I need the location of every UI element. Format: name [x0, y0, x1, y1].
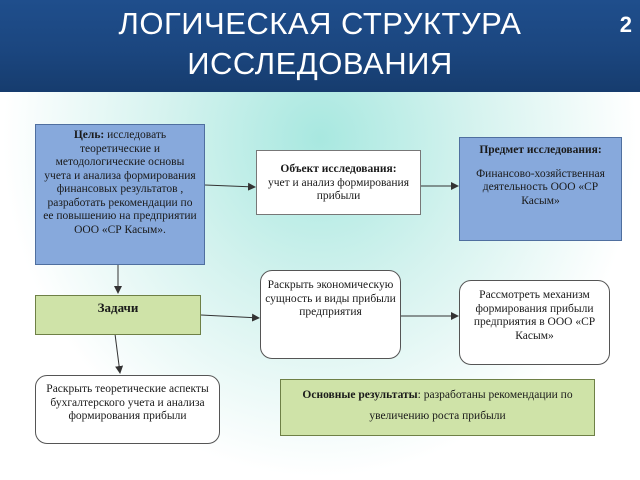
- subject-label: Предмет исследования:: [479, 144, 602, 156]
- results-label: Основные результаты: [302, 389, 418, 401]
- task-theory-text: Раскрыть теоретические аспекты бухгалтер…: [46, 383, 209, 422]
- arrow-goal-to-object: [204, 182, 256, 191]
- task-economic-text: Раскрыть экономическую сущность и виды п…: [265, 279, 396, 318]
- tasks-label: Задачи: [97, 300, 139, 315]
- goal-box: Цель: исследовать теоретические и методо…: [35, 124, 205, 265]
- results-box: Основные результаты: разработаны рекомен…: [280, 379, 595, 436]
- arrow-tasks-to-economic: [200, 313, 260, 322]
- page-title: ЛОГИЧЕСКАЯ СТРУКТУРА ИССЛЕДОВАНИЯ: [70, 4, 570, 84]
- header-banner: ЛОГИЧЕСКАЯ СТРУКТУРА ИССЛЕДОВАНИЯ 2: [0, 0, 640, 92]
- page-number: 2: [619, 12, 632, 37]
- task-economic-box: Раскрыть экономическую сущность и виды п…: [260, 270, 401, 359]
- object-label: Объект исследования:: [280, 163, 397, 175]
- task-theory-box: Раскрыть теоретические аспекты бухгалтер…: [35, 375, 220, 444]
- goal-label: Цель:: [73, 129, 105, 141]
- title-line-2: ИССЛЕДОВАНИЯ: [187, 46, 453, 81]
- arrow-tasks-to-theory: [114, 333, 124, 374]
- object-box: Объект исследования: учет и анализ форми…: [256, 150, 421, 215]
- object-text: учет и анализ формирования прибыли: [267, 176, 410, 203]
- task-mechanism-box: Рассмотреть механизм формирования прибыл…: [459, 280, 610, 365]
- tasks-box: Задачи: [35, 295, 201, 335]
- subject-text: Финансово-хозяйственная деятельность ООО…: [476, 167, 605, 207]
- title-line-1: ЛОГИЧЕСКАЯ СТРУКТУРА: [118, 6, 522, 41]
- task-mechanism-text: Рассмотреть механизм формирования прибыл…: [473, 289, 596, 342]
- subject-box: Предмет исследования: Финансово-хозяйств…: [459, 137, 622, 241]
- results-text: : разработаны рекомендации по увеличению…: [369, 389, 573, 422]
- goal-text: исследовать теоретические и методологиче…: [43, 129, 197, 236]
